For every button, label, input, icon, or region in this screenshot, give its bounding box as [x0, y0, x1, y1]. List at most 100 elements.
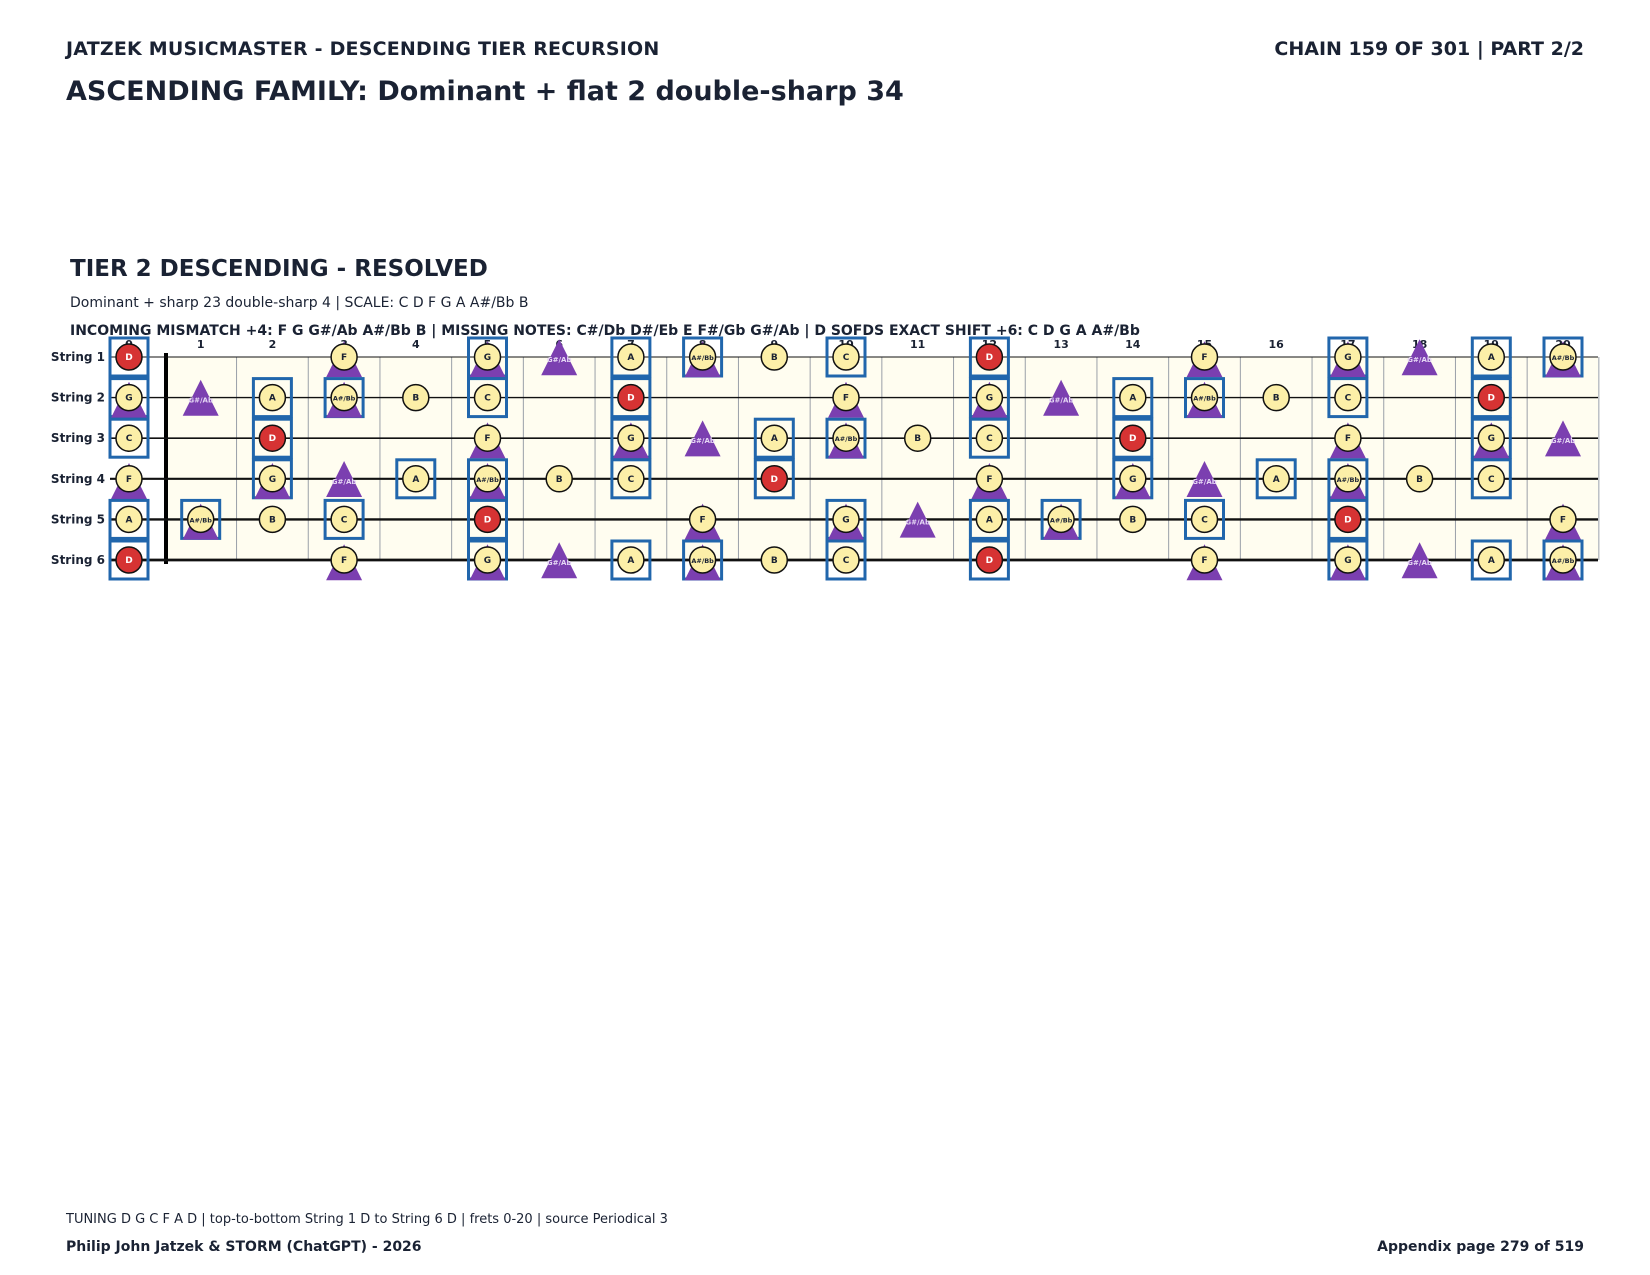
note-label: B — [1273, 394, 1280, 404]
box-marker — [1470, 336, 1512, 378]
note-marker — [258, 465, 287, 493]
note-marker — [330, 505, 358, 534]
box-marker — [610, 377, 652, 419]
fret-number: 14 — [1125, 338, 1141, 351]
note-marker — [1190, 505, 1219, 534]
box-marker — [323, 498, 365, 540]
root-note-marker — [115, 546, 143, 574]
note-label: A#/Bb — [1050, 516, 1073, 524]
note-marker — [258, 505, 287, 534]
note-marker — [473, 424, 502, 452]
box-marker — [610, 539, 652, 581]
note-label: B — [1129, 515, 1136, 525]
box-marker — [467, 377, 508, 419]
root-note-marker — [617, 383, 645, 412]
page-number: Appendix page 279 of 519 — [1377, 1239, 1584, 1255]
note-label: D — [1129, 434, 1136, 444]
note-label: F — [986, 475, 992, 485]
note-marker — [760, 546, 789, 574]
note-marker — [1549, 546, 1577, 574]
chain-indicator: CHAIN 159 OF 301 | PART 2/2 — [1274, 38, 1584, 60]
box-marker — [968, 498, 1010, 540]
string-label: String 2 — [51, 391, 105, 405]
note-marker — [473, 343, 502, 371]
note-label: C — [1201, 515, 1208, 525]
root-note-marker — [473, 505, 502, 534]
note-label: A — [986, 515, 993, 525]
page-title: ASCENDING FAMILY: Dominant + flat 2 doub… — [66, 76, 904, 107]
box-marker — [1327, 377, 1369, 419]
box-marker — [108, 336, 150, 378]
triangle-marker — [899, 501, 936, 538]
box-marker — [108, 539, 150, 581]
note-marker — [617, 546, 645, 574]
note-label: B — [556, 475, 563, 485]
note-marker — [1477, 424, 1506, 452]
note-marker — [975, 465, 1004, 493]
note-marker — [402, 383, 430, 412]
note-label: A — [412, 475, 419, 485]
note-marker — [1190, 383, 1219, 412]
note-label: G — [269, 475, 276, 485]
note-label: G — [986, 394, 993, 404]
box-marker — [1184, 498, 1225, 540]
note-marker — [473, 546, 502, 574]
note-label: A#/Bb — [333, 395, 356, 403]
fret-number: 4 — [412, 338, 420, 351]
triangle-marker — [684, 420, 721, 457]
box-marker — [968, 417, 1010, 459]
note-label: A — [126, 515, 133, 525]
root-note-marker — [1334, 505, 1362, 534]
note-label: A — [627, 353, 634, 363]
note-marker — [115, 424, 143, 452]
note-label: D — [125, 556, 132, 566]
triangle-note-label: G#/Ab — [1407, 356, 1432, 364]
note-marker — [1477, 546, 1506, 574]
note-label: A — [627, 556, 634, 566]
box-marker — [395, 458, 437, 500]
string-label: String 3 — [51, 431, 105, 445]
note-marker — [617, 424, 645, 452]
fret-number: 16 — [1269, 338, 1285, 351]
note-label: A — [269, 394, 276, 404]
note-marker — [545, 465, 573, 493]
note-label: F — [1201, 353, 1207, 363]
note-label: A#/Bb — [1337, 476, 1360, 484]
note-label: G — [842, 515, 849, 525]
tier-info: INCOMING MISMATCH +4: F G G#/Ab A#/Bb B … — [70, 323, 1140, 339]
note-marker — [115, 383, 143, 412]
note-marker — [1190, 546, 1219, 574]
note-label: F — [341, 556, 347, 566]
box-marker — [108, 498, 150, 540]
note-label: B — [914, 434, 921, 444]
note-marker — [832, 383, 860, 412]
note-label: A — [1129, 394, 1136, 404]
box-marker — [1470, 458, 1512, 500]
note-label: A — [1488, 353, 1495, 363]
note-label: D — [125, 353, 132, 363]
note-marker — [1119, 505, 1147, 534]
note-marker — [617, 465, 645, 493]
note-marker — [330, 383, 358, 412]
note-label: G — [627, 434, 634, 444]
box-marker — [1470, 539, 1512, 581]
note-label: C — [1488, 475, 1495, 485]
box-marker — [1112, 417, 1154, 459]
note-label: F — [126, 475, 132, 485]
string-label: String 6 — [51, 553, 105, 567]
string-label: String 1 — [51, 350, 105, 364]
series-title: JATZEK MUSICMASTER - DESCENDING TIER REC… — [66, 38, 660, 60]
note-marker — [688, 546, 717, 574]
note-marker — [1477, 343, 1506, 371]
note-label: G — [1344, 556, 1351, 566]
triangle-marker — [1545, 420, 1581, 457]
note-marker — [832, 424, 860, 452]
note-marker — [330, 546, 358, 574]
note-label: A#/Bb — [189, 516, 212, 524]
root-note-marker — [115, 343, 143, 371]
note-marker — [402, 465, 430, 493]
note-label: A — [771, 434, 778, 444]
note-marker — [1262, 383, 1290, 412]
box-marker — [753, 417, 795, 459]
note-label: D — [986, 353, 993, 363]
